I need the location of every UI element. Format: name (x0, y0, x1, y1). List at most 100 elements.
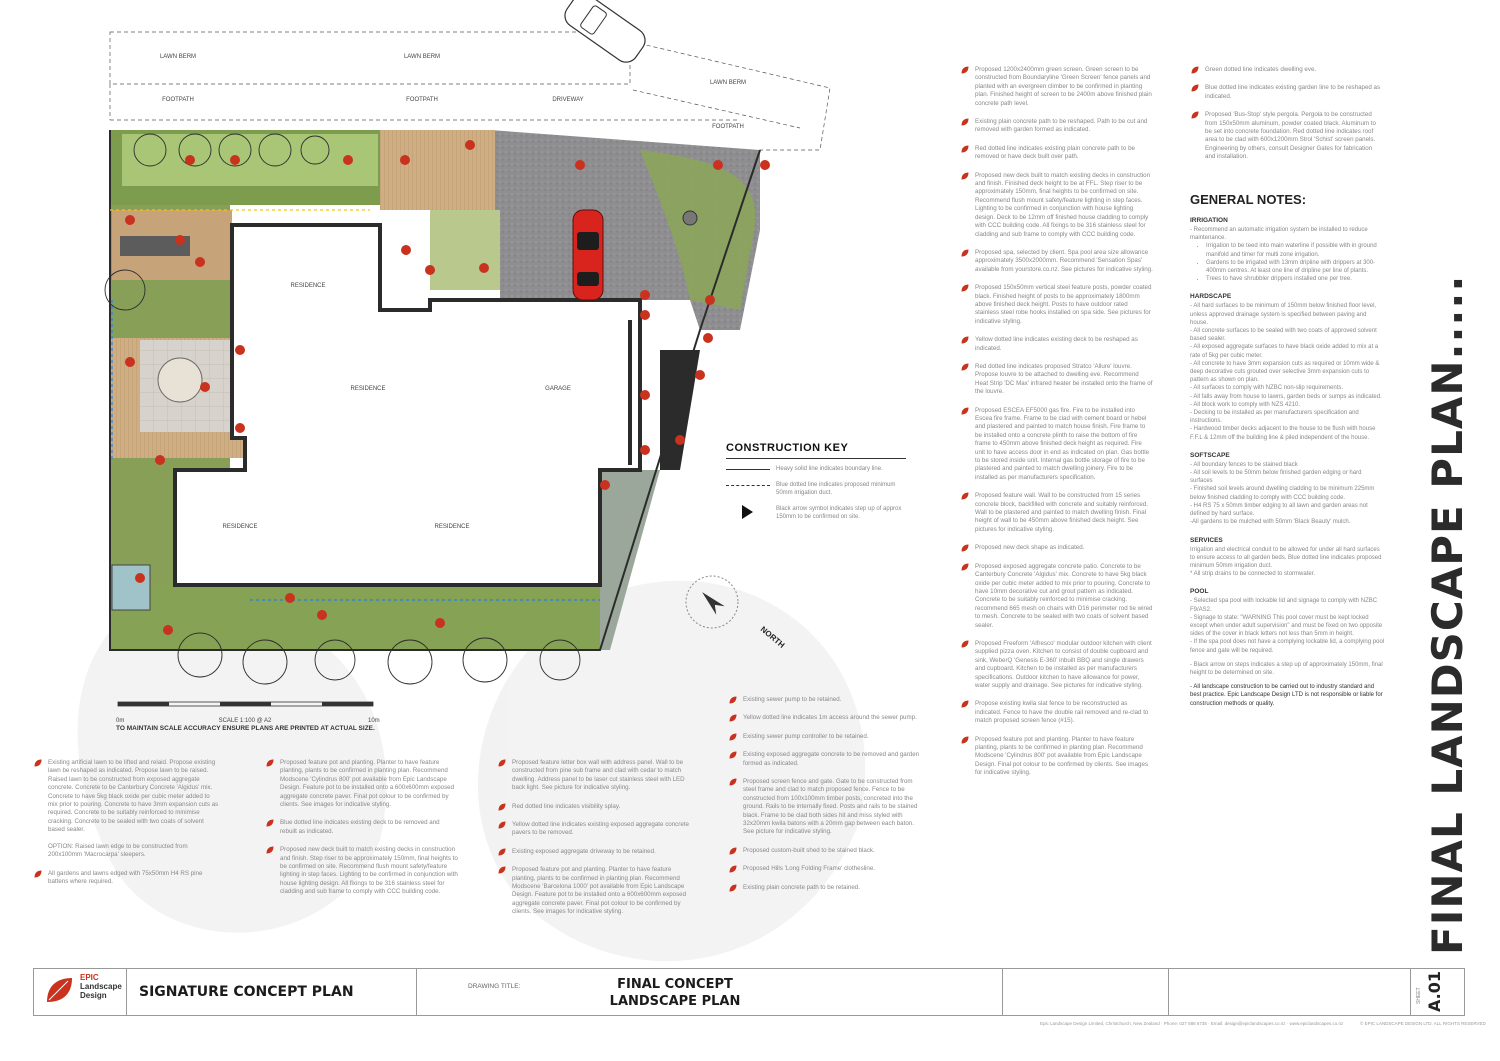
boundary-line (109, 130, 761, 651)
logo-line-1: EPIC (80, 973, 99, 982)
note-item: Proposed 150x50mm vertical steel feature… (961, 284, 1153, 326)
gn-para: - Hardwood timber decks adjacent to the … (1190, 426, 1376, 441)
leaf-marker-icon (125, 140, 770, 635)
leaf-marker-icon (1191, 66, 1199, 74)
note-item: Proposed new deck shape as indicated. (961, 544, 1153, 552)
gn-para: - All landscape construction to be carri… (1190, 684, 1383, 707)
leaf-marker-icon (729, 865, 737, 873)
drawing-title: FINAL CONCEPT LANDSCAPE PLAN (560, 976, 790, 1010)
gn-para: - All block work to comply with NZS 4210… (1190, 401, 1301, 408)
general-notes-title: GENERAL NOTES: (1190, 192, 1307, 207)
key-item-solid: Heavy solid line indicates boundary line… (726, 465, 906, 473)
note-item: Existing plain concrete path to be retai… (729, 884, 925, 892)
garden-roundel (640, 150, 756, 310)
note-item: Proposed spa, selected by client. Spa po… (961, 249, 1153, 274)
leaf-marker-icon (498, 759, 506, 767)
leaf-marker-icon (961, 284, 969, 292)
note-item: Red dotted line indicates visibility spl… (498, 803, 693, 811)
leaf-marker-icon (729, 847, 737, 855)
gn-para: - All concrete surfaces to be sealed wit… (1190, 328, 1377, 343)
notes-col-1: Existing artificial lawn to be lifted an… (34, 759, 219, 897)
sheet-number: A.01 (1425, 970, 1444, 1012)
leaf-marker-icon (961, 492, 969, 500)
key-item-arrow: Black arrow symbol indicates step up of … (726, 505, 906, 522)
title-block-divider-3 (1002, 968, 1003, 1015)
trees (104, 133, 581, 685)
note-item: Existing sewer pump to be retained. (729, 696, 925, 704)
label-residence-2: RESIDENCE (350, 386, 385, 392)
note-item: Red dotted line indicates proposed Strat… (961, 363, 1153, 397)
note-item: Blue dotted line indicates existing gard… (1191, 84, 1383, 101)
leaf-marker-icon (961, 249, 969, 257)
title-block-divider-4 (1168, 968, 1169, 1015)
label-residence-1: RESIDENCE (290, 283, 325, 289)
leaf-marker-icon (498, 821, 506, 829)
title-block (33, 968, 1465, 1016)
scale-bar (117, 701, 374, 707)
note-item: Proposed feature pot and planting. Plant… (498, 866, 693, 916)
label-garage: GARAGE (545, 386, 571, 392)
leaf-marker-icon (729, 696, 737, 704)
gn-para: - Recommend an automatic irrigation syst… (1190, 227, 1368, 242)
note-item: Green dotted line indicates dwelling eve… (1191, 66, 1383, 74)
leaf-marker-icon (729, 733, 737, 741)
gn-heading-irrigation: IRRIGATION (1190, 217, 1228, 224)
leaf-marker-icon (961, 118, 969, 126)
key-item-dashed: Blue dotted line indicates proposed mini… (726, 481, 906, 497)
note-item: Proposed new deck built to match existin… (266, 846, 458, 896)
note-item: Yellow dotted line indicates existing de… (961, 336, 1153, 353)
front-deck (380, 130, 495, 210)
leaf-marker-icon (729, 751, 737, 759)
note-item: Proposed Freeform 'Alfresco' modular out… (961, 640, 1153, 690)
label-lawn-berm-1: LAWN BERM (160, 54, 196, 60)
street-car-icon (564, 0, 646, 63)
car-icon (572, 209, 604, 301)
gn-para: - All surfaces to comply with NZBC non-s… (1190, 385, 1344, 392)
note-item: Proposed feature wall. Wall to be constr… (961, 492, 1153, 534)
note-item: Proposed 'Bus-Stop' style pergola. Pergo… (1191, 111, 1383, 161)
leaf-marker-icon (266, 759, 274, 767)
note-item: Existing exposed aggregate driveway to b… (498, 848, 693, 856)
note-item: All gardens and lawns edged with 75x50mm… (34, 870, 219, 887)
note-item: Proposed custom-built shed to be stained… (729, 847, 925, 855)
label-residence-4: RESIDENCE (434, 524, 469, 530)
logo-line-3: Design (80, 991, 107, 1000)
gn-para: - H4 RS 75 x 50mm timber edging to all l… (1190, 502, 1368, 518)
label-residence-3: RESIDENCE (222, 524, 257, 530)
leaf-watermark (77, 580, 866, 962)
gn-bullet: Gardens to be irrigated with 13mm dripli… (1206, 259, 1385, 275)
label-footpath-1: FOOTPATH (162, 97, 194, 103)
gn-para: - All soil levels to be 50mm below finis… (1190, 470, 1362, 485)
note-item: Propose existing kwila slat fence to be … (961, 700, 1153, 725)
gn-para: * All strip drains to be connected to st… (1190, 571, 1316, 578)
gn-bullet: Trees to have shrubbler drippers install… (1206, 275, 1385, 283)
construction-key-title: CONSTRUCTION KEY (726, 442, 849, 454)
leaf-marker-icon (1191, 111, 1199, 119)
vertical-page-title: FINAL LANDSCAPE PLAN..... (1423, 274, 1472, 955)
logo-text: EPIC Landscape Design (80, 973, 122, 1000)
leaf-marker-icon (961, 736, 969, 744)
note-item: Proposed exposed aggregate concrete pati… (961, 563, 1153, 630)
note-item: Yellow dotted line indicates 1m access a… (729, 714, 925, 722)
note-item: Proposed new deck built to match existin… (961, 172, 1153, 239)
gn-heading-pool: POOL (1190, 588, 1209, 596)
step-arrow-icon (742, 505, 753, 519)
label-footpath-2: FOOTPATH (406, 97, 438, 103)
leaf-marker-icon (498, 866, 506, 874)
note-item: Proposed 1200x2400mm green screen. Green… (961, 66, 1153, 108)
note-item: Proposed Hills 'Long Folding Frame' clot… (729, 865, 925, 873)
note-item: Proposed feature pot and planting. Plant… (961, 736, 1153, 778)
general-notes: GENERAL NOTES: IRRIGATION - Recommend an… (1190, 192, 1385, 708)
title-block-divider-5 (1410, 968, 1411, 1015)
leaf-marker-icon (1191, 84, 1199, 92)
gn-para: - If the spa pool does not have a comply… (1190, 639, 1385, 654)
gn-heading-softscape: SOFTSCAPE (1190, 451, 1230, 459)
leaf-marker-icon (961, 363, 969, 371)
spa (111, 564, 151, 611)
leaf-marker-icon (961, 66, 969, 74)
gn-para: - Finished soil levels around dwelling c… (1190, 486, 1375, 501)
epic-leaf-logo-icon (44, 975, 74, 1005)
gn-para: - Selected spa pool with lockable lid an… (1190, 598, 1378, 613)
note-item: Blue dotted line indicates existing deck… (266, 819, 458, 836)
